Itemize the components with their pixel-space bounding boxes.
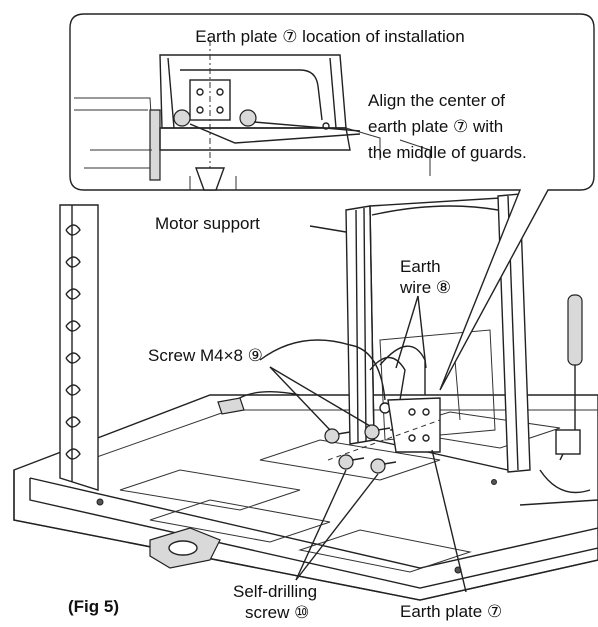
mounting-foot (149, 527, 221, 569)
self-drilling-screw (338, 454, 397, 474)
heat-exchanger-coil (59, 204, 99, 491)
callout-title: Earth plate ⑦ location of installation (195, 27, 464, 46)
unit-illustration (13, 193, 598, 601)
earth-wire-label-line2: wire ⑧ (399, 278, 451, 297)
screw-m4 (324, 424, 391, 444)
leader-lines (269, 225, 467, 593)
callout-note-line3: the middle of guards. (368, 143, 527, 162)
service-valve (519, 294, 598, 506)
screw-m4-label: Screw M4×8 ⑨ (148, 346, 263, 365)
callout-note-line1: Align the center of (368, 91, 505, 110)
motor-support-label: Motor support (155, 214, 260, 233)
figure-id: (Fig 5) (68, 597, 119, 616)
callout-bubble (69, 13, 595, 391)
detail-view (74, 40, 431, 191)
alignment-line (327, 419, 441, 461)
earth-plate-label: Earth plate ⑦ (400, 602, 502, 621)
callout-note-line2: earth plate ⑦ with (368, 117, 503, 136)
self-drilling-label-line1: Self-drilling (233, 582, 317, 601)
earth-wire-label-line1: Earth (400, 257, 441, 276)
self-drilling-label-line2: screw ⑩ (245, 603, 309, 622)
wire-clip (217, 397, 245, 415)
earth-plate (387, 397, 441, 453)
